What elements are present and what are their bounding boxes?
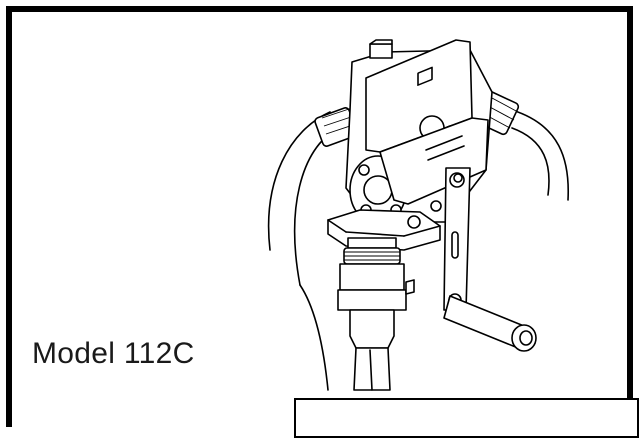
rotary-pump-illustration (267, 39, 570, 391)
suction-tube (349, 309, 395, 391)
left-hose (267, 111, 339, 391)
figure-frame (6, 6, 633, 427)
bolts (407, 173, 463, 229)
bung-adapter (337, 247, 415, 311)
model-label: Model 112C (32, 337, 195, 370)
crank-arm (443, 167, 471, 311)
left-hose-fitting (314, 107, 358, 147)
gear-housing (379, 117, 489, 205)
base-flange (327, 209, 441, 251)
caption-box (294, 398, 639, 438)
top-cap (369, 39, 393, 59)
right-hose (511, 109, 570, 201)
crank-handle (443, 295, 537, 352)
